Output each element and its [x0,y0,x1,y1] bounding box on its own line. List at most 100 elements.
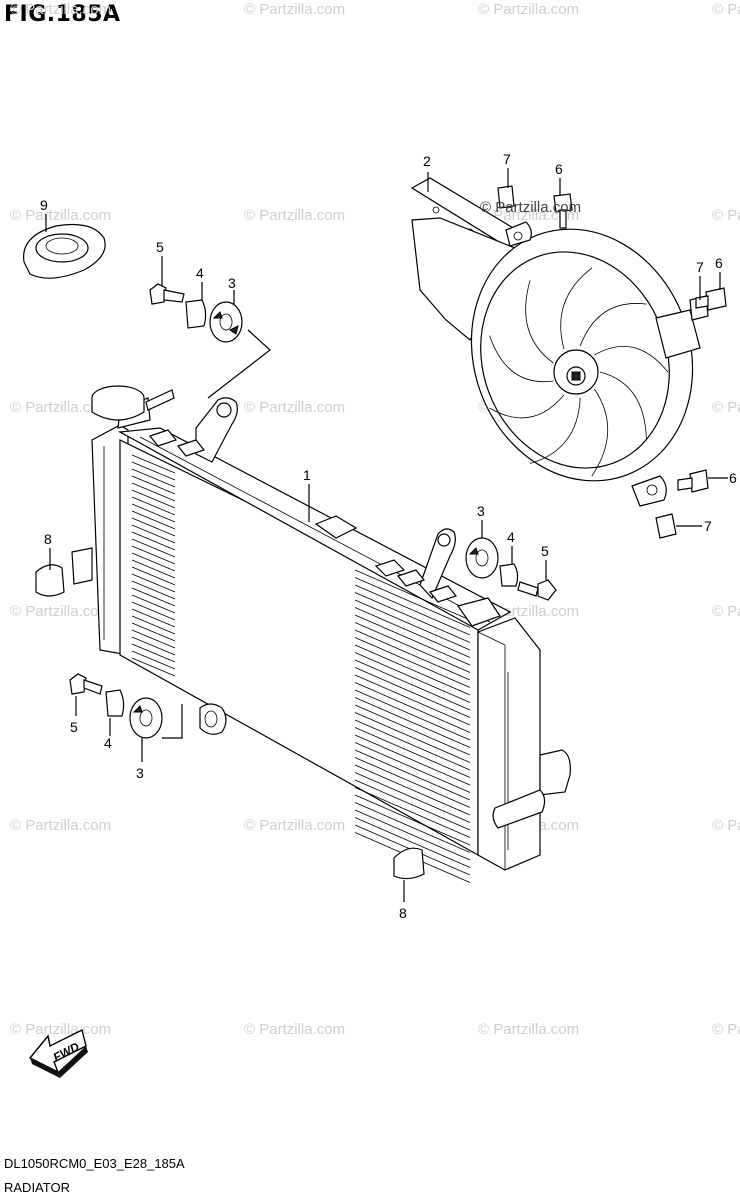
radiator-fin [354,734,471,786]
watermark-text: © Partzilla.com [712,817,740,834]
radiator-fin [131,482,176,502]
fan-shroud-assembly[interactable] [410,177,727,512]
callout-9: 9 [40,197,48,213]
radiator-fin [354,667,471,718]
radiator-fin [354,802,471,853]
radiator-cap-part[interactable] [23,223,106,279]
radiator-fin [354,794,471,846]
radiator-fin [131,580,176,600]
radiator-fin [131,650,176,670]
watermark-text: © Partzilla.com [712,399,740,416]
watermark-text: © Partzilla.com [478,207,579,224]
radiator-fin [131,601,176,621]
radiator-fin [131,636,176,656]
callout-6-top: 6 [555,161,563,177]
radiator-fin [354,697,471,748]
radiator-fin [131,615,176,635]
radiator-fin [354,622,471,673]
radiator-fin [354,629,471,681]
radiator-fin [131,475,176,495]
radiator-fin [131,503,176,523]
radiator-fin [131,594,176,614]
radiator-fin [354,809,471,861]
radiator-fin [131,566,176,586]
radiator-fin [354,637,471,688]
fan-blade [591,388,609,477]
callout-8-bottom: 8 [399,905,407,921]
radiator-fin [131,587,176,607]
fan-blade [599,371,647,441]
watermark-text: © Partzilla.com [712,1,740,18]
watermark-text: © Partzilla.com [244,1021,345,1038]
watermark-text: © Partzilla.com [712,207,740,224]
radiator-fin [354,674,471,726]
callout-3-lower: 3 [136,765,144,781]
callout-8-left: 8 [44,531,52,547]
callout-7-right: 7 [696,259,704,275]
watermark-text: © Partzilla.com [478,1,579,18]
radiator-fin [131,545,176,565]
callout-3-upper: 3 [228,275,236,291]
upper-left-fasteners[interactable] [149,283,243,343]
watermark-layer: © Partzilla.com © Partzilla.com © Partzill… [10,1,740,1038]
radiator-body[interactable] [71,385,571,883]
radiator-fin [131,622,176,642]
leader-lines [45,168,728,902]
radiator-fin [131,524,176,544]
radiator-fin [354,659,471,711]
fan-blade [594,346,669,373]
radiator-fin [131,468,176,488]
radiator-fin [354,764,471,816]
radiator-fin [131,552,176,572]
figure-title: FIG.185A [4,2,121,27]
radiator-fin [131,657,176,677]
watermark-text: © Partzilla.com [10,1021,111,1038]
fan-blade [489,394,565,419]
radiator-fin [354,569,471,621]
fan-blade [529,397,581,464]
radiator-fin [131,461,176,481]
radiator-fin [354,644,471,696]
radiator-fin [131,643,176,663]
radiator-fin [354,577,471,628]
fan-blade [560,267,593,350]
callout-3-right: 3 [477,503,485,519]
radiator-fin [354,727,471,778]
radiator-fin [131,573,176,593]
radiator-fin [131,608,176,628]
fan-fasteners[interactable] [497,185,727,539]
radiator-fin [354,772,471,823]
callout-5-right: 5 [541,543,549,559]
radiator-fin [354,719,471,771]
callout-7-top: 7 [503,151,511,167]
watermark-text: © Partzilla.com [10,603,111,620]
watermark-text: © Partzilla.com [244,817,345,834]
radiator-fin [354,749,471,801]
radiator-fin [131,517,176,537]
radiator-fin [354,614,471,666]
watermark-text: © Partzilla.com [244,207,345,224]
radiator-fin [354,779,471,831]
radiator-fin [354,599,471,651]
radiator-fin [354,607,471,658]
radiator-fin [354,584,471,636]
radiator-fin [354,682,471,733]
right-fasteners[interactable] [465,537,557,601]
radiator-fin [354,592,471,643]
lower-left-fasteners[interactable] [69,673,163,739]
callout-2: 2 [423,153,431,169]
callout-4-right: 4 [507,529,515,545]
fan-blade [525,280,554,364]
watermark-text: © Partzilla.com [10,399,111,416]
radiator-fin [131,629,176,649]
watermark-text: © Partzilla.com [10,207,111,224]
radiator-fin [354,757,471,808]
watermark-text: © Partzilla.com [712,603,740,620]
pads[interactable] [35,564,425,880]
callout-4-upper: 4 [196,265,204,281]
callout-5-lower: 5 [70,719,78,735]
radiator-fin [354,712,471,763]
callout-6-right: 6 [715,255,723,271]
